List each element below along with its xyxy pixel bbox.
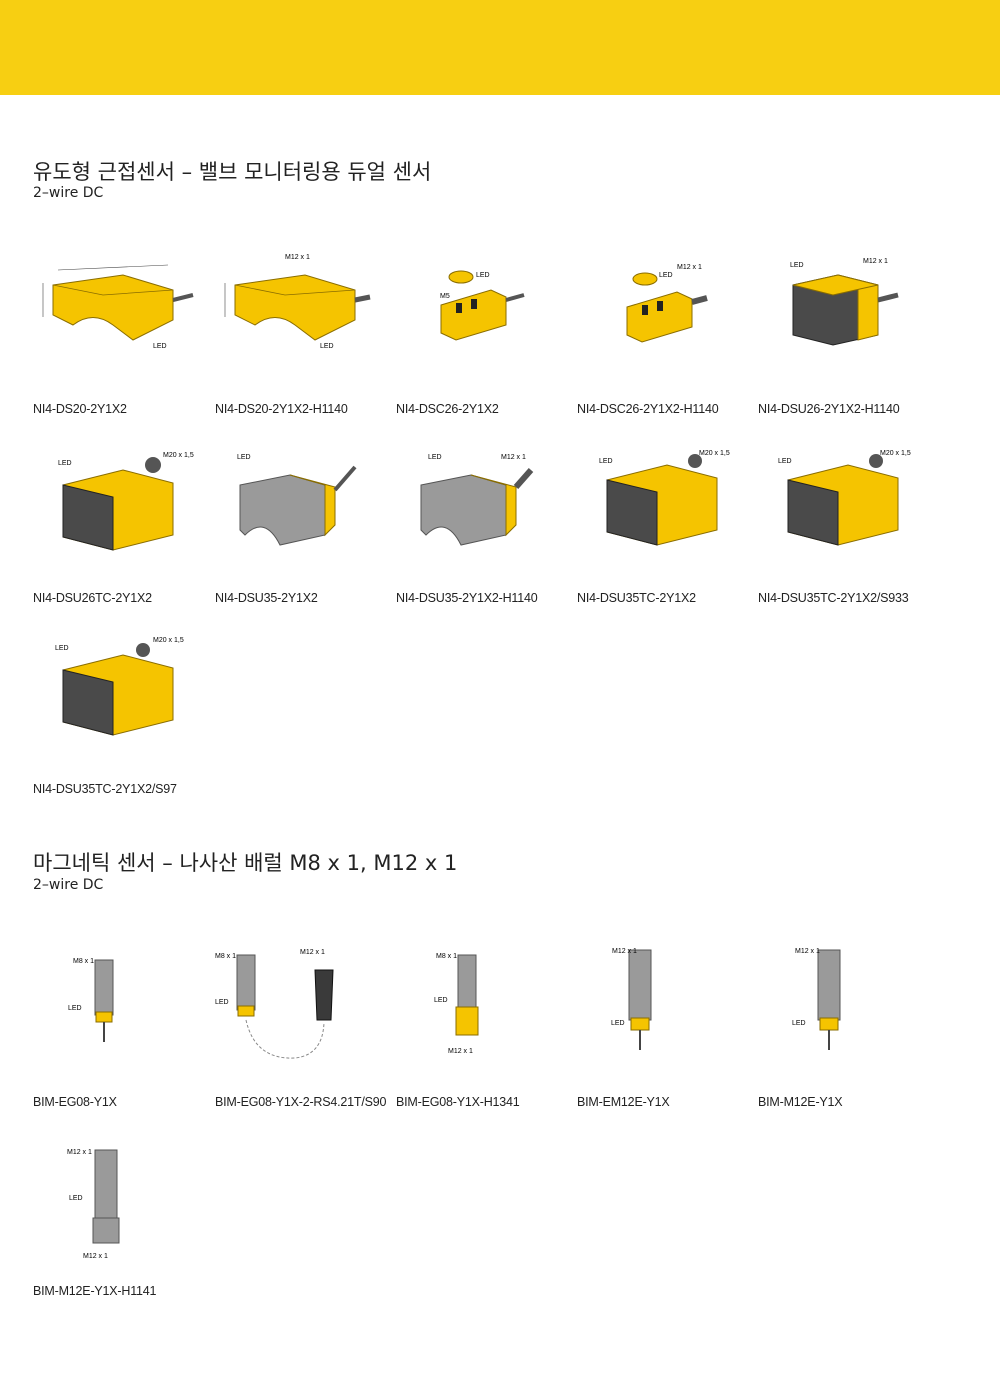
product-label: BIM-M12E-Y1X-H1141	[33, 1284, 157, 1298]
section2-subtitle: 2–wire DC	[33, 877, 104, 893]
product-drawing: M12 x 1 LED	[792, 948, 841, 1050]
product-drawing: LED M20 x 1,5	[55, 637, 184, 736]
led-callout: LED	[792, 1020, 806, 1027]
product-drawing: LED M12 x 1	[790, 258, 899, 346]
led-callout: LED	[237, 454, 251, 461]
product-label: NI4-DSU26-2Y1X2-H1140	[758, 402, 900, 416]
section1-subtitle: 2–wire DC	[33, 185, 104, 201]
thread-callout: M20 x 1,5	[163, 452, 194, 459]
product-label: NI4-DSU35TC-2Y1X2/S97	[33, 782, 177, 796]
product-label: NI4-DSU35TC-2Y1X2/S933	[758, 591, 909, 605]
product-label: NI4-DS20-2Y1X2-H1140	[215, 402, 348, 416]
thread-callout: M12 x 1	[677, 264, 702, 271]
product-label: NI4-DSC26-2Y1X2	[396, 402, 499, 416]
led-callout: LED	[58, 460, 72, 467]
product-label: NI4-DSU35TC-2Y1X2	[577, 591, 696, 605]
led-callout: LED	[778, 458, 792, 465]
thread-callout: M8 x 1	[436, 953, 457, 960]
thread-callout: M12 x 1	[612, 948, 637, 955]
led-callout: LED	[611, 1020, 625, 1027]
led-callout: LED	[153, 343, 167, 350]
screw-callout: M5	[440, 293, 450, 300]
product-label: NI4-DSU26TC-2Y1X2	[33, 591, 152, 605]
product-drawing: M12 x 1 LED	[611, 948, 652, 1050]
product-drawing: LED M20 x 1,5	[778, 450, 911, 546]
thread-callout: M12 x 1	[863, 258, 888, 265]
product-label: BIM-EG08-Y1X-H1341	[396, 1095, 520, 1109]
thread-callout: M20 x 1,5	[699, 450, 730, 457]
thread-callout: M12 x 1	[285, 254, 310, 261]
led-callout: LED	[55, 645, 69, 652]
thread-callout-2: M12 x 1	[448, 1048, 473, 1055]
led-callout: LED	[599, 458, 613, 465]
thread-callout-2: M12 x 1	[83, 1253, 108, 1260]
led-callout: LED	[790, 262, 804, 269]
product-drawing: LED M12 x 1	[420, 454, 534, 546]
led-callout: LED	[476, 272, 490, 279]
thread-callout: M8 x 1	[215, 953, 236, 960]
product-drawing: M8 x 1 LED M12 x 1	[434, 953, 479, 1055]
thread-callout: M12 x 1	[67, 1149, 92, 1156]
led-callout: LED	[320, 343, 334, 350]
thread-callout-2: M12 x 1	[300, 949, 325, 956]
product-label: NI4-DS20-2Y1X2	[33, 402, 127, 416]
product-drawing: M12 x 1 LED	[224, 254, 371, 350]
product-label: BIM-EG08-Y1X-2-RS4.21T/S90	[215, 1095, 387, 1109]
product-drawing: M12 x 1 LED M12 x 1	[67, 1149, 120, 1260]
thread-callout: M20 x 1,5	[880, 450, 911, 457]
thread-callout: M8 x 1	[73, 958, 94, 965]
header-banner	[0, 0, 1000, 95]
product-drawing: LED M12 x 1	[626, 264, 708, 343]
product-label: BIM-EM12E-Y1X	[577, 1095, 670, 1109]
led-callout: LED	[659, 272, 673, 279]
product-label: NI4-DSU35-2Y1X2-H1140	[396, 591, 538, 605]
led-callout: LED	[428, 454, 442, 461]
product-label: NI4-DSU35-2Y1X2	[215, 591, 318, 605]
product-drawing: M8 x 1 LED	[68, 958, 114, 1042]
thread-callout: M12 x 1	[501, 454, 526, 461]
section1-title: 유도형 근접센서 – 밸브 모니터링용 듀얼 센서	[33, 160, 432, 184]
product-drawing: LED M5	[440, 270, 525, 341]
product-label: NI4-DSC26-2Y1X2-H1140	[577, 402, 719, 416]
product-drawing: LED M20 x 1,5	[58, 452, 194, 551]
thread-callout: M20 x 1,5	[153, 637, 184, 644]
product-drawing: LED	[237, 454, 357, 546]
product-drawing: LED	[42, 264, 194, 350]
led-callout: LED	[69, 1195, 83, 1202]
thread-callout: M12 x 1	[795, 948, 820, 955]
led-callout: LED	[215, 999, 229, 1006]
led-callout: LED	[434, 997, 448, 1004]
product-label: BIM-EG08-Y1X	[33, 1095, 117, 1109]
product-drawing: LED M20 x 1,5	[599, 450, 730, 546]
product-drawing: M8 x 1 M12 x 1 LED	[215, 949, 334, 1059]
led-callout: LED	[68, 1005, 82, 1012]
product-label: BIM-M12E-Y1X	[758, 1095, 843, 1109]
section2-title: 마그네틱 센서 – 나사산 배럴 M8 x 1, M12 x 1	[33, 851, 458, 875]
